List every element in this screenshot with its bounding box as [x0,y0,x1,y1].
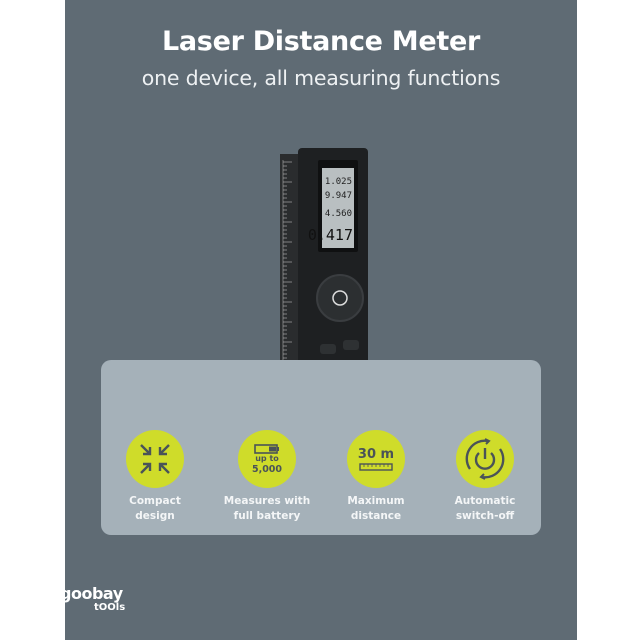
product-panel: Laser Distance Meter one device, all mea… [65,0,577,640]
battery-icon: up to 5,000 [238,430,296,488]
feature-label: Maximum [347,495,405,507]
display-line-1: 1.025 [325,177,352,187]
compress-arrows-icon [126,430,184,488]
feature-label: Automatic [454,495,516,507]
feature-label: distance [350,510,402,522]
feature-auto-off: Automatic switch-off [430,430,540,524]
feature-label: full battery [233,510,301,522]
feature-label: switch-off [455,510,515,522]
logo-sub: tOOls [94,602,126,613]
feature-compact: Compact design [100,430,210,524]
page-title: Laser Distance Meter [161,26,481,57]
display-line-4: 0.417 [308,226,353,244]
display-line-2: 9.947 [325,191,352,201]
display-line-3: 4.560 [325,209,352,219]
battery-count: 5,000 [251,463,283,475]
feature-label: Compact [129,495,181,507]
battery-text: up to [255,453,279,463]
goobay-logo: goobay tOOls [60,584,130,613]
page-subtitle: one device, all measuring functions [141,66,501,90]
feature-label: Measures with [223,495,311,507]
feature-label: design [135,510,175,522]
distance-text: 30 m [357,447,395,462]
laser-meter-device-image: 1.025 9.947 4.560 0.417 goobay [280,148,368,420]
power-cycle-icon [456,430,514,488]
ruler-icon: 30 m [347,430,405,488]
feature-distance: 30 m Maximum distance [321,430,431,524]
feature-battery: up to 5,000 Measures with full battery [212,430,322,524]
features-panel: Compact design up to 5,000 Measures with f… [101,360,541,535]
logo-brand: goobay [60,584,123,603]
